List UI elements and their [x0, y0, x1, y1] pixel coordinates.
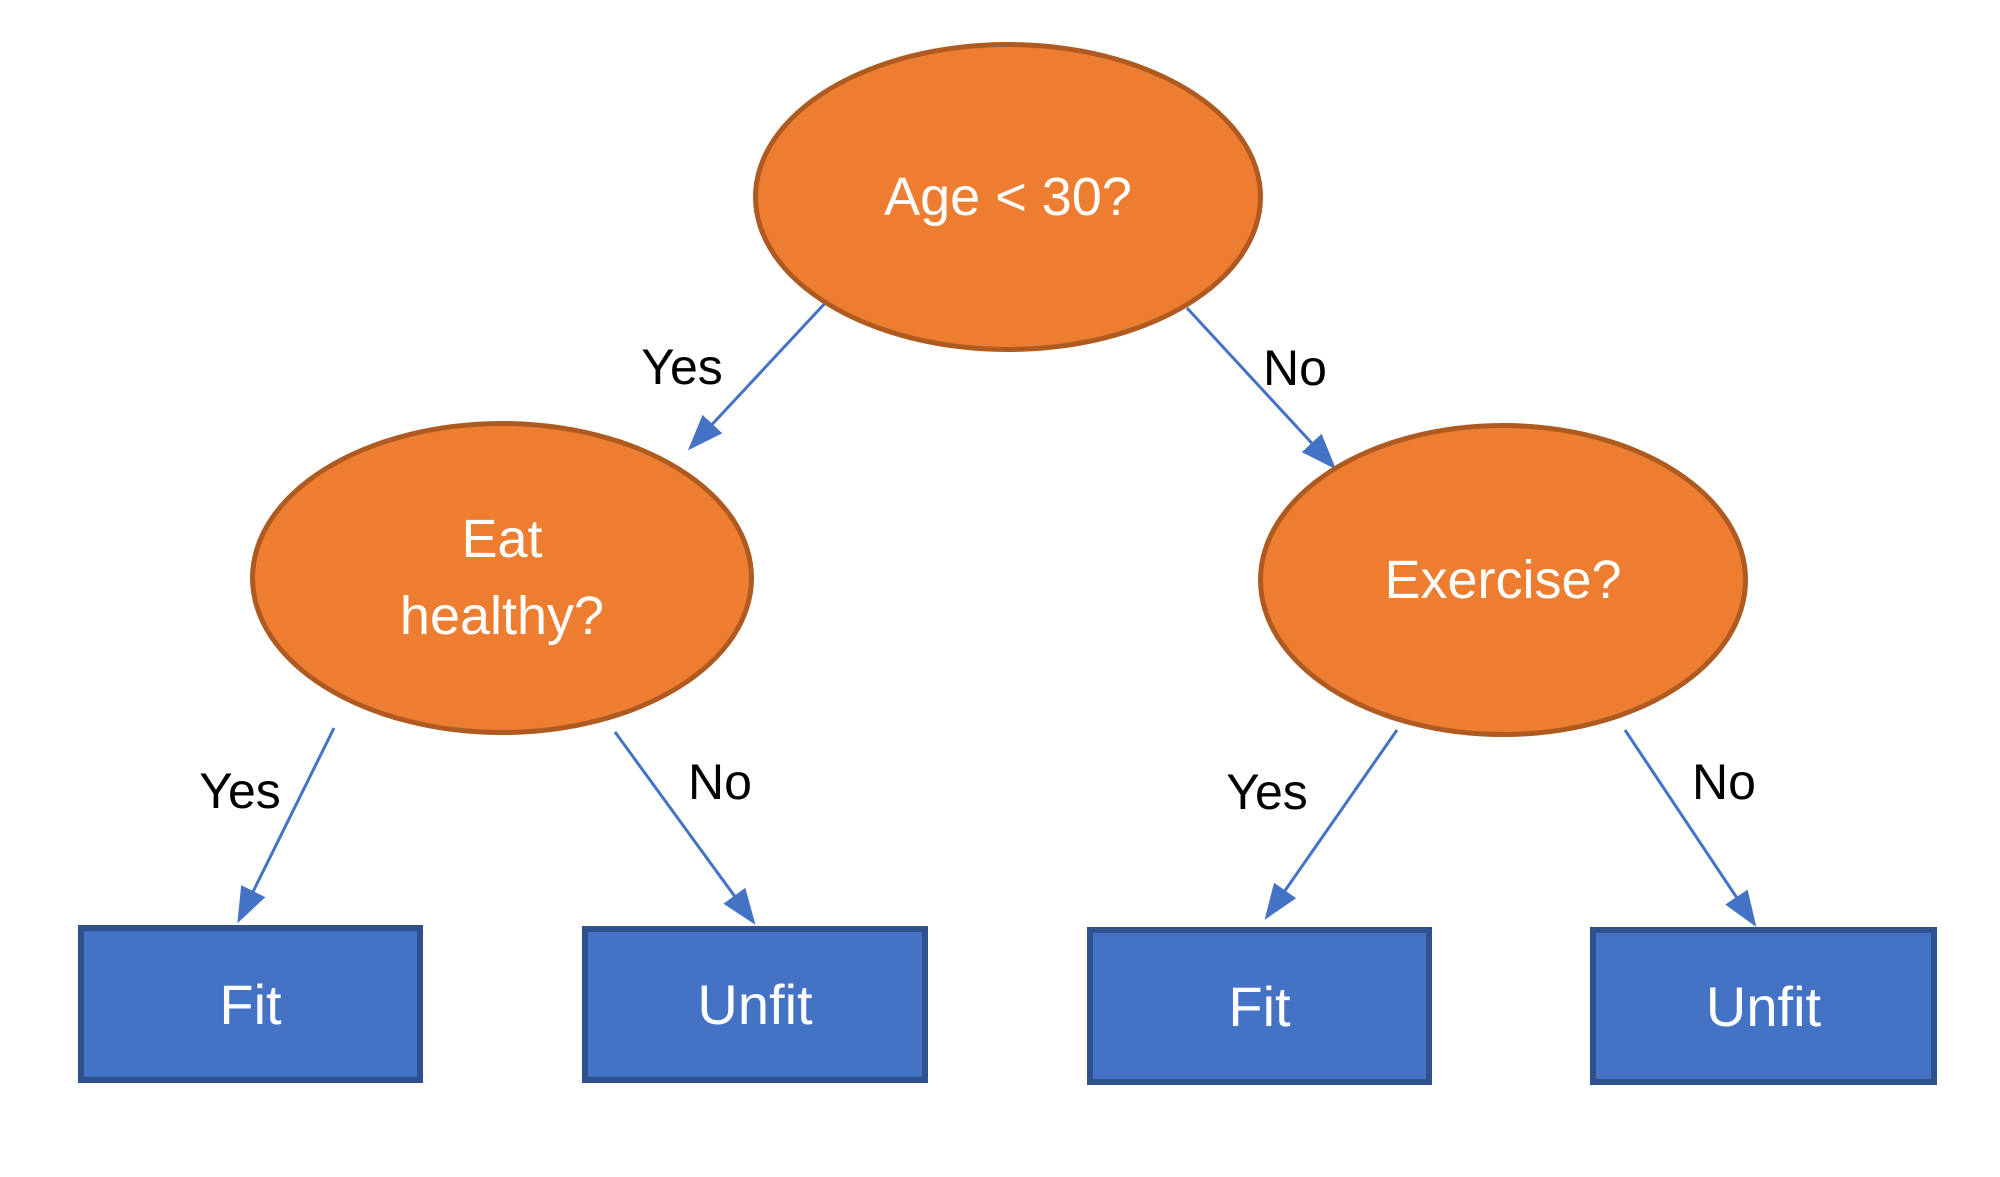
edge-label-root-yes: Yes	[641, 339, 723, 395]
edge-arrow-exercise-yes	[1264, 729, 1399, 920]
decision-node-exercise-label: Exercise?	[1384, 549, 1622, 610]
edge-label-exercise-no: No	[1692, 754, 1756, 810]
leaf-node-unfit-2: Unfit	[1590, 927, 1937, 1085]
leaf-node-unfit-1: Unfit	[582, 926, 928, 1083]
leaf-node-fit-2-label: Fit	[1228, 974, 1291, 1038]
edge-label-eat-yes: Yes	[199, 763, 281, 819]
edge-label-exercise-yes: Yes	[1226, 764, 1308, 820]
edge-arrow-eat-yes	[237, 727, 336, 924]
leaf-node-unfit-1-label: Unfit	[697, 973, 813, 1036]
decision-node-age-label: Age < 30?	[884, 166, 1132, 227]
leaf-node-fit-1: Fit	[78, 925, 423, 1083]
decision-node-eat-healthy-label: Eat healthy?	[399, 509, 605, 646]
decision-node-exercise: Exercise?	[1258, 423, 1748, 737]
edge-label-eat-no: No	[688, 754, 752, 810]
leaf-node-fit-1-label: Fit	[219, 972, 282, 1036]
leaf-node-fit-2: Fit	[1087, 927, 1432, 1085]
decision-node-age: Age < 30?	[753, 42, 1263, 352]
edge-label-root-no: No	[1263, 340, 1327, 396]
decision-node-eat-healthy: Eat healthy?	[250, 421, 754, 735]
leaf-node-unfit-2-label: Unfit	[1705, 974, 1822, 1038]
